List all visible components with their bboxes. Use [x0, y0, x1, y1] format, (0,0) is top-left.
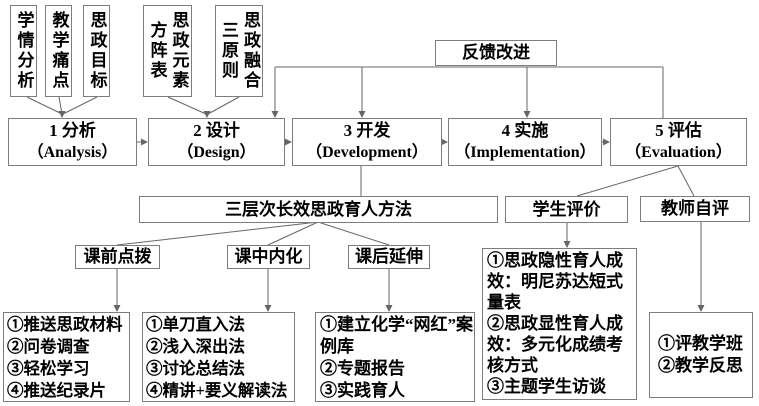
node-stage-evaluation: 5 评估 （Evaluation） [610, 118, 747, 166]
node-in-class-methods: ①单刀直入法 ②浅入深出法 ③讨论总结法 ④精讲+要义解读法 [142, 312, 295, 402]
stage-evaluation-en: （Evaluation） [625, 144, 732, 161]
node-student-situation-analysis: 学情分析 [10, 5, 37, 97]
node-three-level-method: 三层次长效思政育人方法 [139, 196, 498, 223]
node-student-eval-details: ①思政隐性育人成效：明尼苏达短式量表 ②思政显性育人成效：多元化成绩考核方式 ③… [482, 248, 637, 400]
stage-evaluation-zh: 5 评估 [655, 121, 702, 140]
after-class-item: ②专题报告 [320, 359, 405, 378]
node-ideology-integration-principles: 思政融合 三原则 [215, 5, 263, 97]
stage-development-zh: 3 开发 [343, 121, 391, 140]
student-eval-item: ③主题学生访谈 [487, 377, 606, 396]
node-stage-development: 3 开发 （Development） [292, 118, 442, 166]
after-class-item: ③实践育人 [320, 381, 405, 400]
stage-design-zh: 2 设计 [193, 121, 240, 140]
in-class-item: ④精讲+要义解读法 [146, 381, 288, 400]
pre-class-item: ④推送纪录片 [7, 381, 106, 400]
student-eval-item: ①思政隐性育人成效：明尼苏达短式量表 [487, 251, 623, 312]
stage-development-en: （Development） [306, 144, 428, 161]
node-teacher-self-evaluation: 教师自评 [640, 196, 750, 222]
node-ideology-elements-matrix: 思政元素 方阵表 [143, 5, 192, 97]
node-stage-design: 2 设计 （Design） [148, 118, 285, 166]
in-class-item: ②浅入深出法 [146, 337, 245, 356]
node-pre-class-details: ①推送思政材料 ②问卷调查 ③轻松学习 ④推送纪录片 [3, 312, 130, 402]
node-teaching-pain-points: 教学痛点 [45, 5, 72, 97]
teacher-eval-item: ①评教学班 [658, 334, 743, 353]
stage-design-en: （Design） [177, 144, 256, 161]
node-after-class-phase: 课后延伸 [348, 245, 430, 269]
stage-analysis-zh: 1 分析 [49, 121, 96, 140]
stage-analysis-en: （Analysis） [27, 144, 118, 161]
node-stage-analysis: 1 分析 （Analysis） [8, 118, 137, 166]
node-ideology-goals: 思政目标 [83, 5, 110, 97]
in-class-item: ①单刀直入法 [146, 315, 245, 334]
node-teacher-eval-details: ①评教学班 ②教学反思 [649, 312, 753, 398]
student-eval-item: ②思政显性育人成效：多元化成绩考核方式 [487, 314, 623, 375]
node-feedback-improvement: 反馈改进 [435, 40, 557, 66]
teacher-eval-item: ②教学反思 [658, 356, 743, 375]
in-class-item: ③讨论总结法 [146, 359, 245, 378]
after-class-item: ①建立化学“网红”案例库 [320, 315, 473, 356]
node-after-class-details: ①建立化学“网红”案例库 ②专题报告 ③实践育人 [315, 312, 475, 402]
pre-class-item: ③轻松学习 [7, 359, 90, 378]
node-pre-class-phase: 课前点拨 [75, 245, 160, 269]
node-in-class-phase: 课中内化 [227, 245, 310, 269]
stage-implementation-zh: 4 实施 [501, 121, 549, 140]
pre-class-item: ②问卷调查 [7, 337, 90, 356]
node-stage-implementation: 4 实施 （Implementation） [448, 118, 602, 166]
stage-implementation-en: （Implementation） [454, 144, 596, 161]
pre-class-item: ①推送思政材料 [7, 315, 123, 334]
node-student-evaluation: 学生评价 [505, 196, 628, 223]
